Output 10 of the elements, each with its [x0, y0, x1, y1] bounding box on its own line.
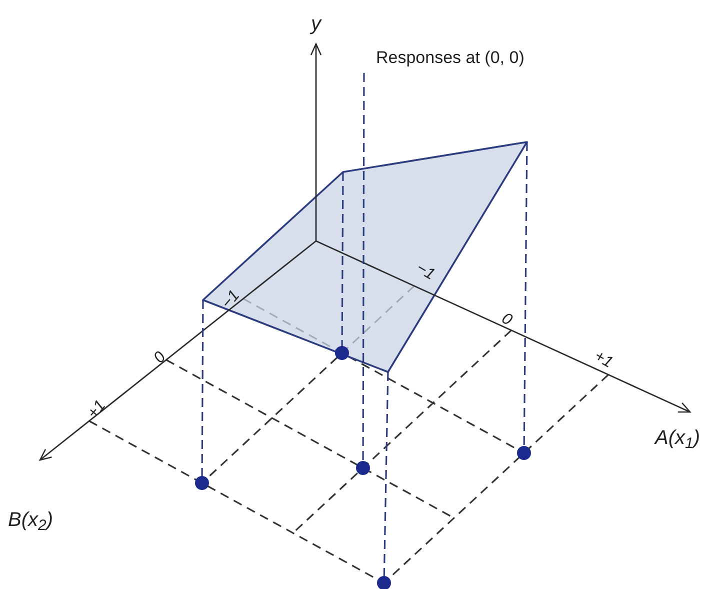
axis-label: B(x$_{2}$) [8, 510, 54, 530]
axis-label: y [311, 14, 321, 34]
axis-label: −1 [413, 260, 438, 284]
axis-label: Responses at (0, 0) [376, 49, 524, 66]
axis-label: 0 [498, 310, 514, 330]
axis-label: 0 [151, 349, 170, 367]
axis-label: A(x$_{1}$) [655, 428, 700, 448]
axis-label: +1 [591, 348, 616, 372]
axis-label: +1 [85, 398, 110, 422]
axis-label: −1 [219, 288, 244, 312]
